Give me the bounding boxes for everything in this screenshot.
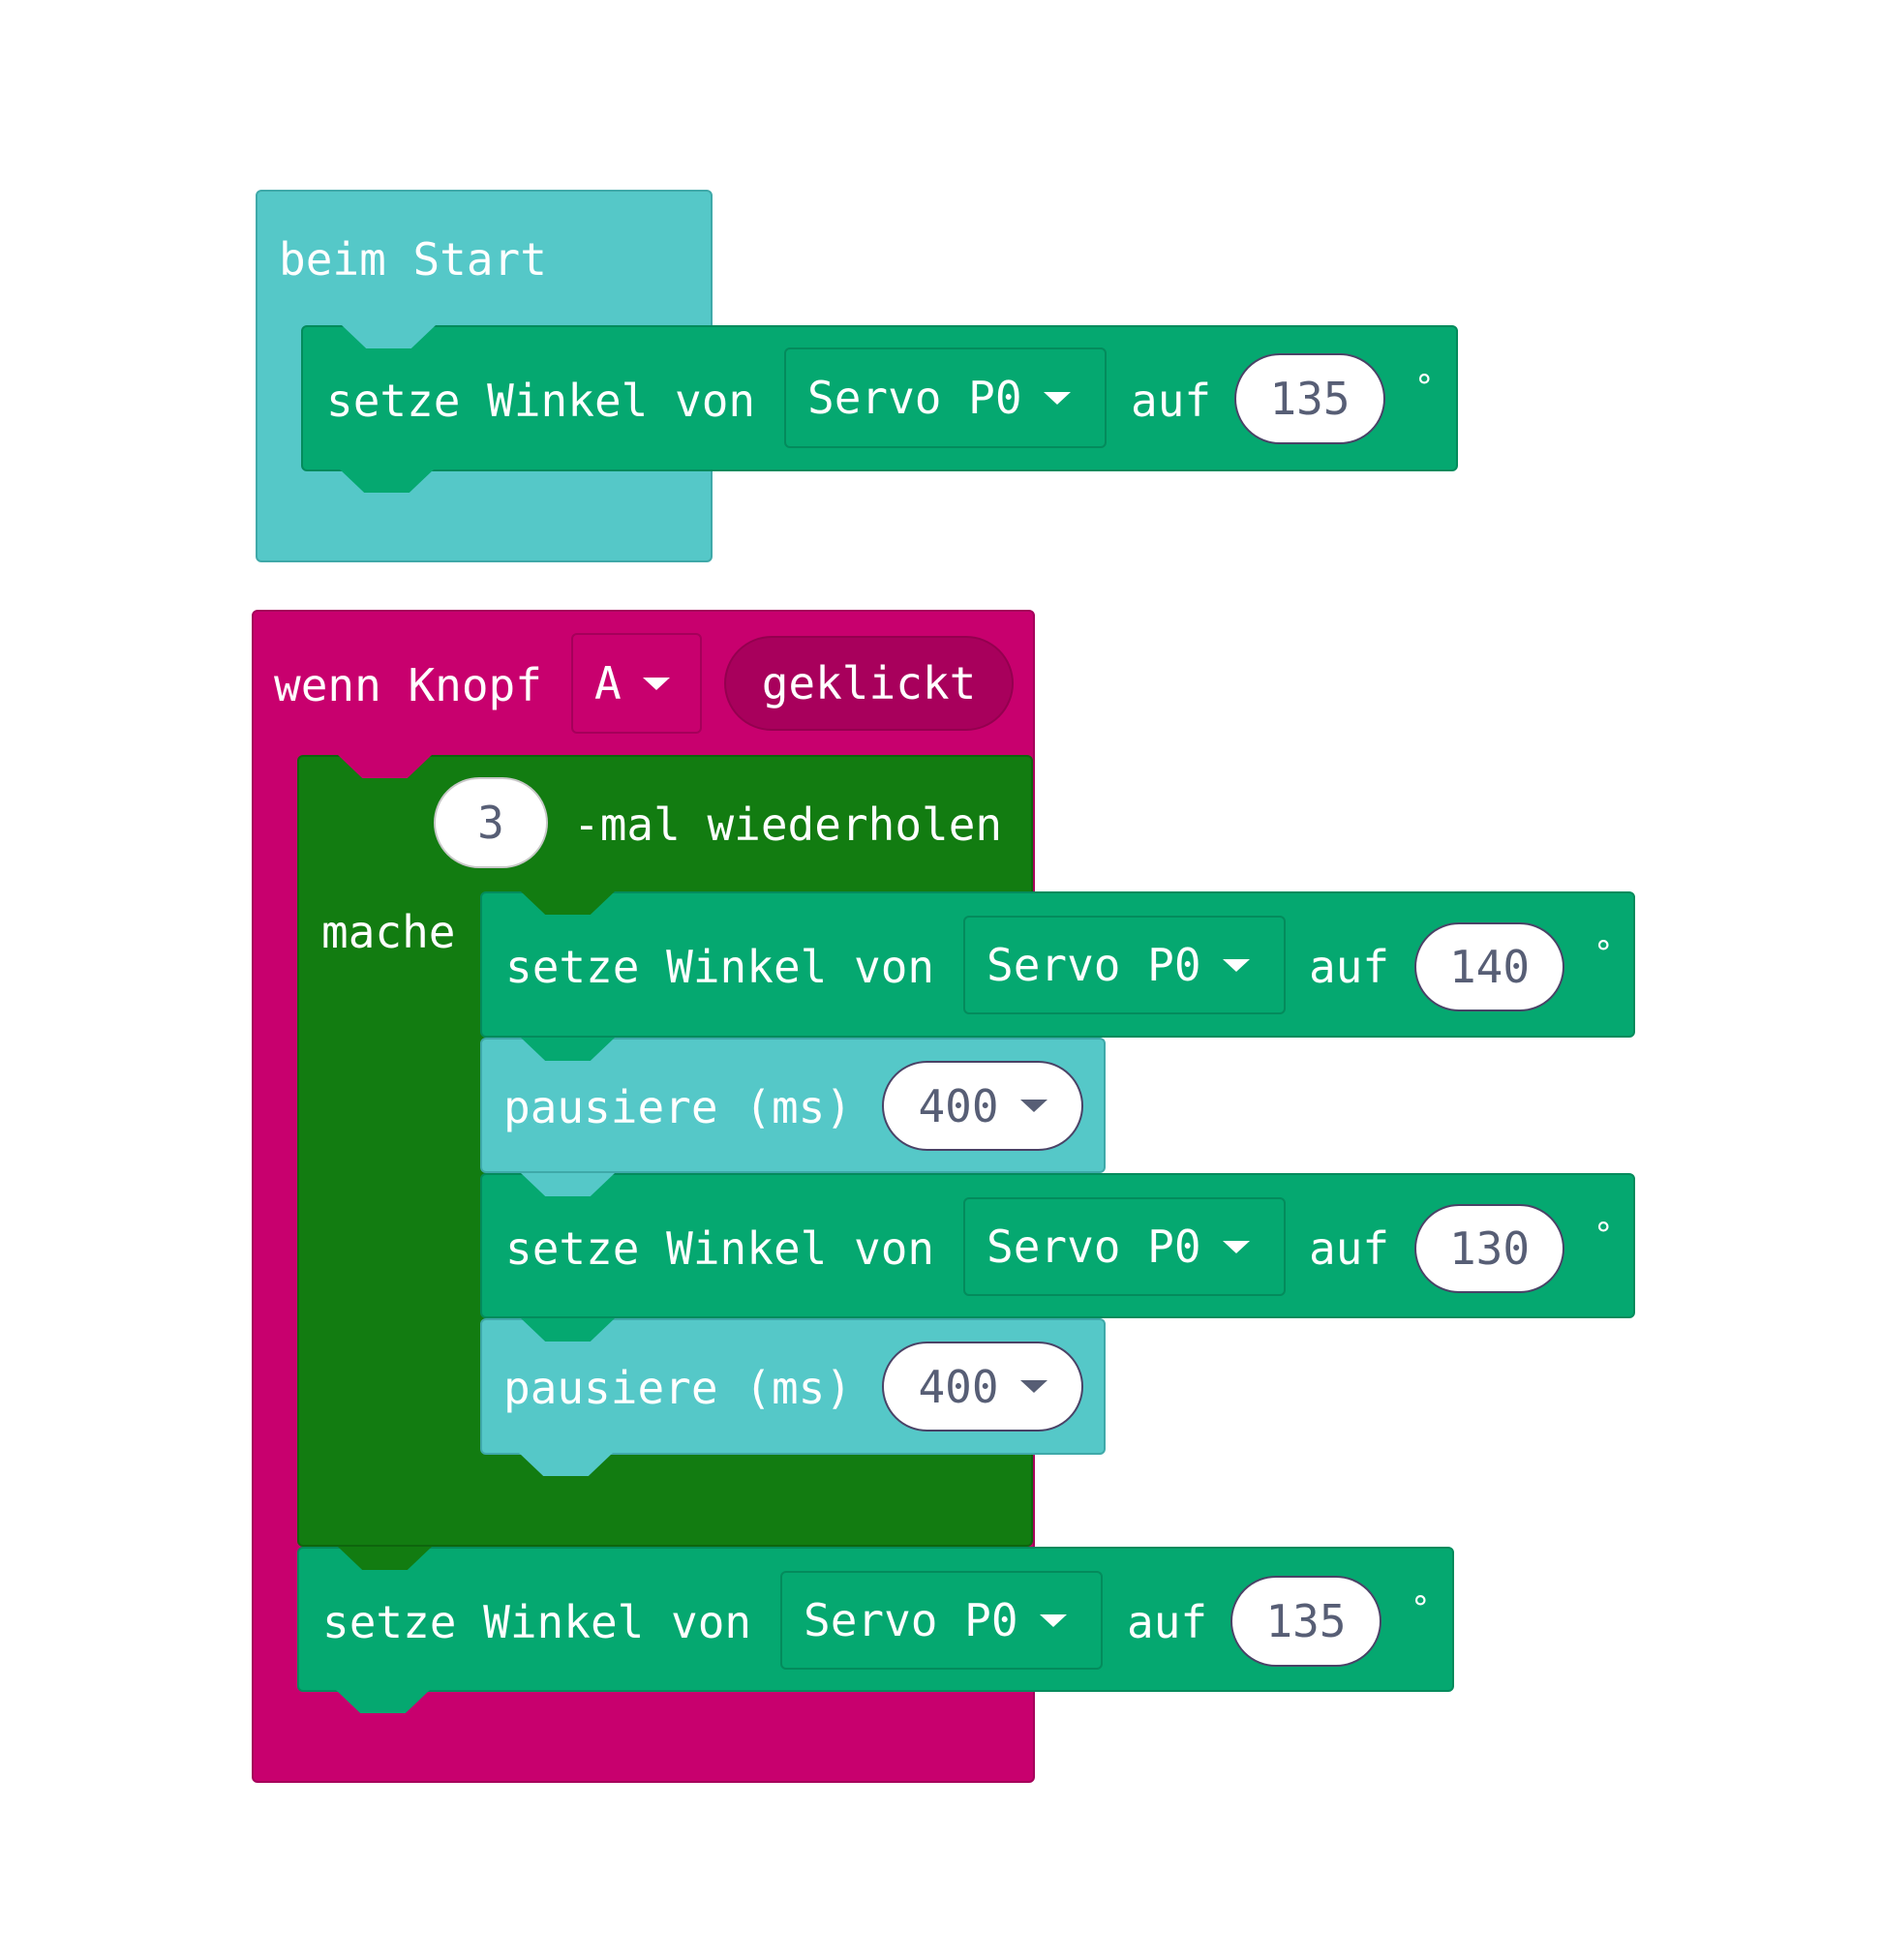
- pause-duration-value: 400: [918, 1079, 999, 1132]
- block-notch: [521, 1038, 615, 1061]
- chevron-down-icon: [1019, 1100, 1047, 1112]
- to-label: auf: [1309, 941, 1390, 993]
- angle-input[interactable]: 130: [1414, 1204, 1564, 1293]
- set-servo-label: setze Winkel von: [505, 1222, 935, 1275]
- pause-duration-dropdown[interactable]: 400: [882, 1342, 1083, 1432]
- pause-duration-dropdown[interactable]: 400: [882, 1061, 1083, 1151]
- block-notch: [521, 1173, 615, 1196]
- on-button-label: wenn Knopf: [274, 659, 542, 711]
- block-notch: [338, 755, 432, 778]
- repeat-label: -mal wiederholen: [573, 799, 1003, 851]
- block-notch: [521, 891, 615, 915]
- chevron-down-icon: [1222, 1240, 1250, 1253]
- pause-block[interactable]: pausiere (ms) 400: [480, 1318, 1106, 1455]
- repeat-count-input[interactable]: 3: [434, 777, 548, 868]
- degree-label: °: [1411, 1589, 1431, 1628]
- set-servo-angle-block[interactable]: setze Winkel von Servo P0 auf 135 °: [297, 1547, 1454, 1692]
- degree-label: °: [1594, 1216, 1614, 1254]
- set-servo-label: setze Winkel von: [322, 1596, 752, 1648]
- set-servo-label: setze Winkel von: [326, 375, 756, 427]
- angle-input[interactable]: 140: [1414, 922, 1564, 1011]
- to-label: auf: [1309, 1222, 1390, 1275]
- block-notch: [521, 1318, 615, 1342]
- servo-dropdown[interactable]: Servo P0: [963, 1197, 1286, 1296]
- chevron-down-icon: [1222, 958, 1250, 972]
- servo-dropdown[interactable]: Servo P0: [963, 916, 1286, 1014]
- pause-label: pausiere (ms): [503, 1362, 853, 1414]
- block-notch: [338, 1547, 432, 1570]
- angle-input[interactable]: 135: [1230, 1576, 1381, 1667]
- servo-dropdown[interactable]: Servo P0: [780, 1571, 1103, 1670]
- servo-dropdown-value: Servo P0: [804, 1594, 1018, 1646]
- servo-dropdown-value: Servo P0: [987, 1221, 1201, 1273]
- to-label: auf: [1131, 375, 1212, 427]
- servo-dropdown-value: Servo P0: [987, 939, 1201, 991]
- chevron-down-icon: [642, 677, 670, 690]
- set-servo-angle-block[interactable]: setze Winkel von Servo P0 auf 135 °: [301, 325, 1458, 471]
- chevron-down-icon: [1039, 1613, 1067, 1627]
- chevron-down-icon: [1043, 391, 1071, 405]
- servo-dropdown[interactable]: Servo P0: [784, 347, 1107, 448]
- to-label: auf: [1127, 1596, 1208, 1648]
- set-servo-angle-block[interactable]: setze Winkel von Servo P0 auf 140 °: [480, 891, 1635, 1038]
- on-start-label: beim Start: [279, 233, 547, 286]
- pause-label: pausiere (ms): [503, 1081, 853, 1133]
- servo-dropdown-value: Servo P0: [807, 372, 1022, 424]
- angle-input[interactable]: 135: [1234, 353, 1385, 444]
- degree-label: °: [1414, 368, 1435, 407]
- pause-duration-value: 400: [918, 1360, 999, 1413]
- event-dropdown[interactable]: geklickt: [724, 636, 1014, 731]
- do-label: mache: [321, 906, 456, 958]
- button-dropdown[interactable]: A: [571, 633, 702, 734]
- chevron-down-icon: [1019, 1380, 1047, 1393]
- block-notch: [342, 325, 436, 348]
- pause-block[interactable]: pausiere (ms) 400: [480, 1038, 1106, 1173]
- set-servo-label: setze Winkel von: [505, 941, 935, 993]
- degree-label: °: [1594, 934, 1614, 973]
- set-servo-angle-block[interactable]: setze Winkel von Servo P0 auf 130 °: [480, 1173, 1635, 1318]
- button-dropdown-value: A: [594, 657, 622, 709]
